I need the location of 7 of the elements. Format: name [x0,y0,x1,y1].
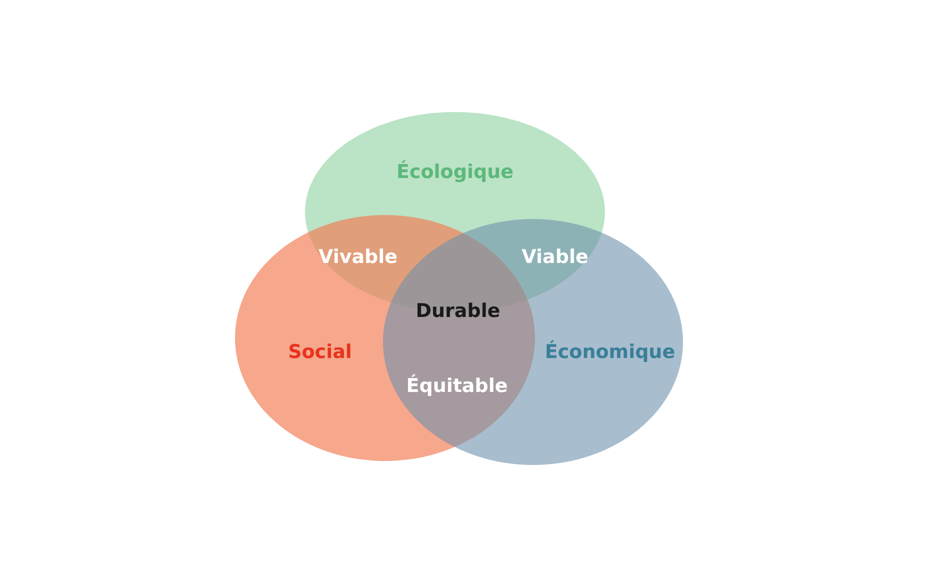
center-label: Durable [416,300,500,322]
overlap-label: Vivable [318,246,398,268]
circle-label: Économique [544,341,676,363]
circle-label: Social [288,341,352,363]
circle-label: Écologique [396,161,514,183]
overlap-label: Viable [522,246,588,268]
overlap-label: Équitable [406,375,508,397]
